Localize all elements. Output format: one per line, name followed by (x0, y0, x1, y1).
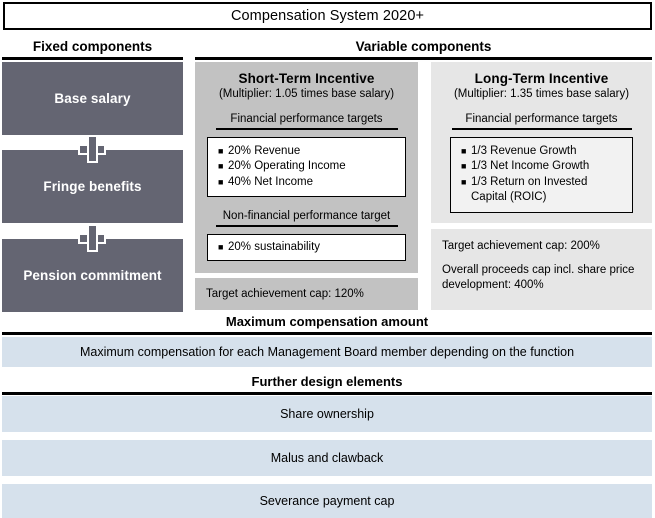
diagram-title-box: Compensation System 2020+ (3, 2, 652, 30)
list-item: ■ 1/3 Revenue Growth (461, 144, 624, 160)
sti-nonfinancial-targets-box: ■ 20% sustainability (207, 233, 406, 261)
lti-financial-targets-box: ■ 1/3 Revenue Growth ■ 1/3 Net Income Gr… (450, 136, 633, 213)
sti-financial-target: 20% Revenue (228, 144, 301, 157)
bullet-square-icon: ■ (461, 145, 467, 156)
plus-icon-center (89, 235, 96, 242)
bullet-square-icon: ■ (218, 241, 224, 252)
bullet-square-icon: ■ (218, 145, 224, 156)
lti-cap-box: Target achievement cap: 200% Overall pro… (431, 229, 652, 310)
further-element-severance-payment-cap: Severance payment cap (2, 484, 652, 518)
further-design-elements-heading: Further design elements (2, 374, 652, 395)
long-term-incentive-panel: Long-Term Incentive (Multiplier: 1.35 ti… (431, 62, 652, 223)
bullet-square-icon: ■ (218, 176, 224, 187)
fixed-components-rule (2, 57, 183, 60)
list-item: ■ 1/3 Return on Invested Capital (ROIC) (461, 175, 624, 206)
lti-cap-target-text: Target achievement cap: 200% (442, 240, 600, 252)
fixed-component-label: Base salary (54, 91, 131, 106)
fixed-component-base-salary: Base salary (2, 62, 183, 135)
short-term-incentive-panel: Short-Term Incentive (Multiplier: 1.05 t… (195, 62, 418, 273)
plus-icon-center (89, 146, 96, 153)
sti-financial-target: 20% Operating Income (228, 160, 346, 172)
variable-components-heading: Variable components (195, 38, 652, 60)
further-element-label: Malus and clawback (270, 451, 384, 465)
fixed-components-label: Fixed components (32, 39, 153, 54)
further-element-share-ownership: Share ownership (2, 396, 652, 432)
bullet-square-icon: ■ (461, 161, 467, 171)
sti-cap-text: Target achievement cap: 120% (206, 287, 364, 300)
variable-components-label: Variable components (355, 39, 492, 54)
lti-cap-overall-text: Overall proceeds cap incl. share price d… (442, 264, 635, 291)
sti-nonfinancial-rule (215, 225, 398, 227)
sti-financial-targets-box: ■ 20% Revenue ■ 20% Operating Income ■ 4… (207, 136, 406, 197)
further-element-label: Severance payment cap (259, 494, 395, 508)
plus-icon (78, 135, 106, 163)
lti-financial-label: Financial performance targets (465, 113, 618, 125)
lti-financial-target: 1/3 Return on Invested Capital (ROIC) (471, 175, 588, 204)
list-item: ■ 40% Net Income (218, 175, 397, 191)
lti-financial-target: 1/3 Net Income Growth (471, 160, 590, 172)
maximum-compensation-heading: Maximum compensation amount (2, 314, 652, 335)
sti-nonfinancial-target: 20% sustainability (228, 240, 321, 253)
maximum-compensation-rule (2, 332, 652, 335)
further-design-elements-label: Further design elements (251, 374, 403, 389)
list-item: ■ 20% Revenue (218, 144, 397, 160)
sti-subtitle: (Multiplier: 1.05 times base salary) (218, 88, 395, 100)
sti-financial-rule (215, 128, 398, 130)
lti-subtitle: (Multiplier: 1.35 times base salary) (453, 88, 630, 100)
sti-cap-box: Target achievement cap: 120% (195, 278, 418, 310)
list-item: ■ 20% sustainability (218, 240, 397, 256)
lti-financial-target: 1/3 Revenue Growth (471, 144, 577, 157)
fixed-components-heading: Fixed components (2, 38, 183, 60)
sti-financial-label: Financial performance targets (230, 113, 383, 125)
fixed-component-label: Fringe benefits (43, 179, 142, 194)
sti-nonfinancial-label: Non-financial performance target (222, 210, 391, 222)
lti-financial-rule (451, 128, 632, 130)
further-element-malus-and-clawback: Malus and clawback (2, 440, 652, 476)
bullet-square-icon: ■ (461, 176, 467, 187)
sti-title: Short-Term Incentive (238, 71, 375, 86)
further-design-elements-rule (2, 392, 652, 395)
list-item: ■ 20% Operating Income (218, 159, 397, 175)
plus-icon (78, 224, 106, 252)
variable-components-rule (195, 57, 652, 60)
maximum-compensation-label: Maximum compensation amount (225, 314, 429, 329)
fixed-component-label: Pension commitment (23, 268, 162, 283)
bullet-square-icon: ■ (218, 161, 224, 171)
further-element-label: Share ownership (280, 407, 374, 421)
lti-title: Long-Term Incentive (474, 71, 609, 86)
diagram-title: Compensation System 2020+ (230, 8, 425, 24)
maximum-compensation-bar: Maximum compensation for each Management… (2, 337, 652, 367)
list-item: ■ 1/3 Net Income Growth (461, 159, 624, 175)
maximum-compensation-text: Maximum compensation for each Management… (79, 345, 575, 359)
sti-financial-target: 40% Net Income (228, 175, 314, 188)
